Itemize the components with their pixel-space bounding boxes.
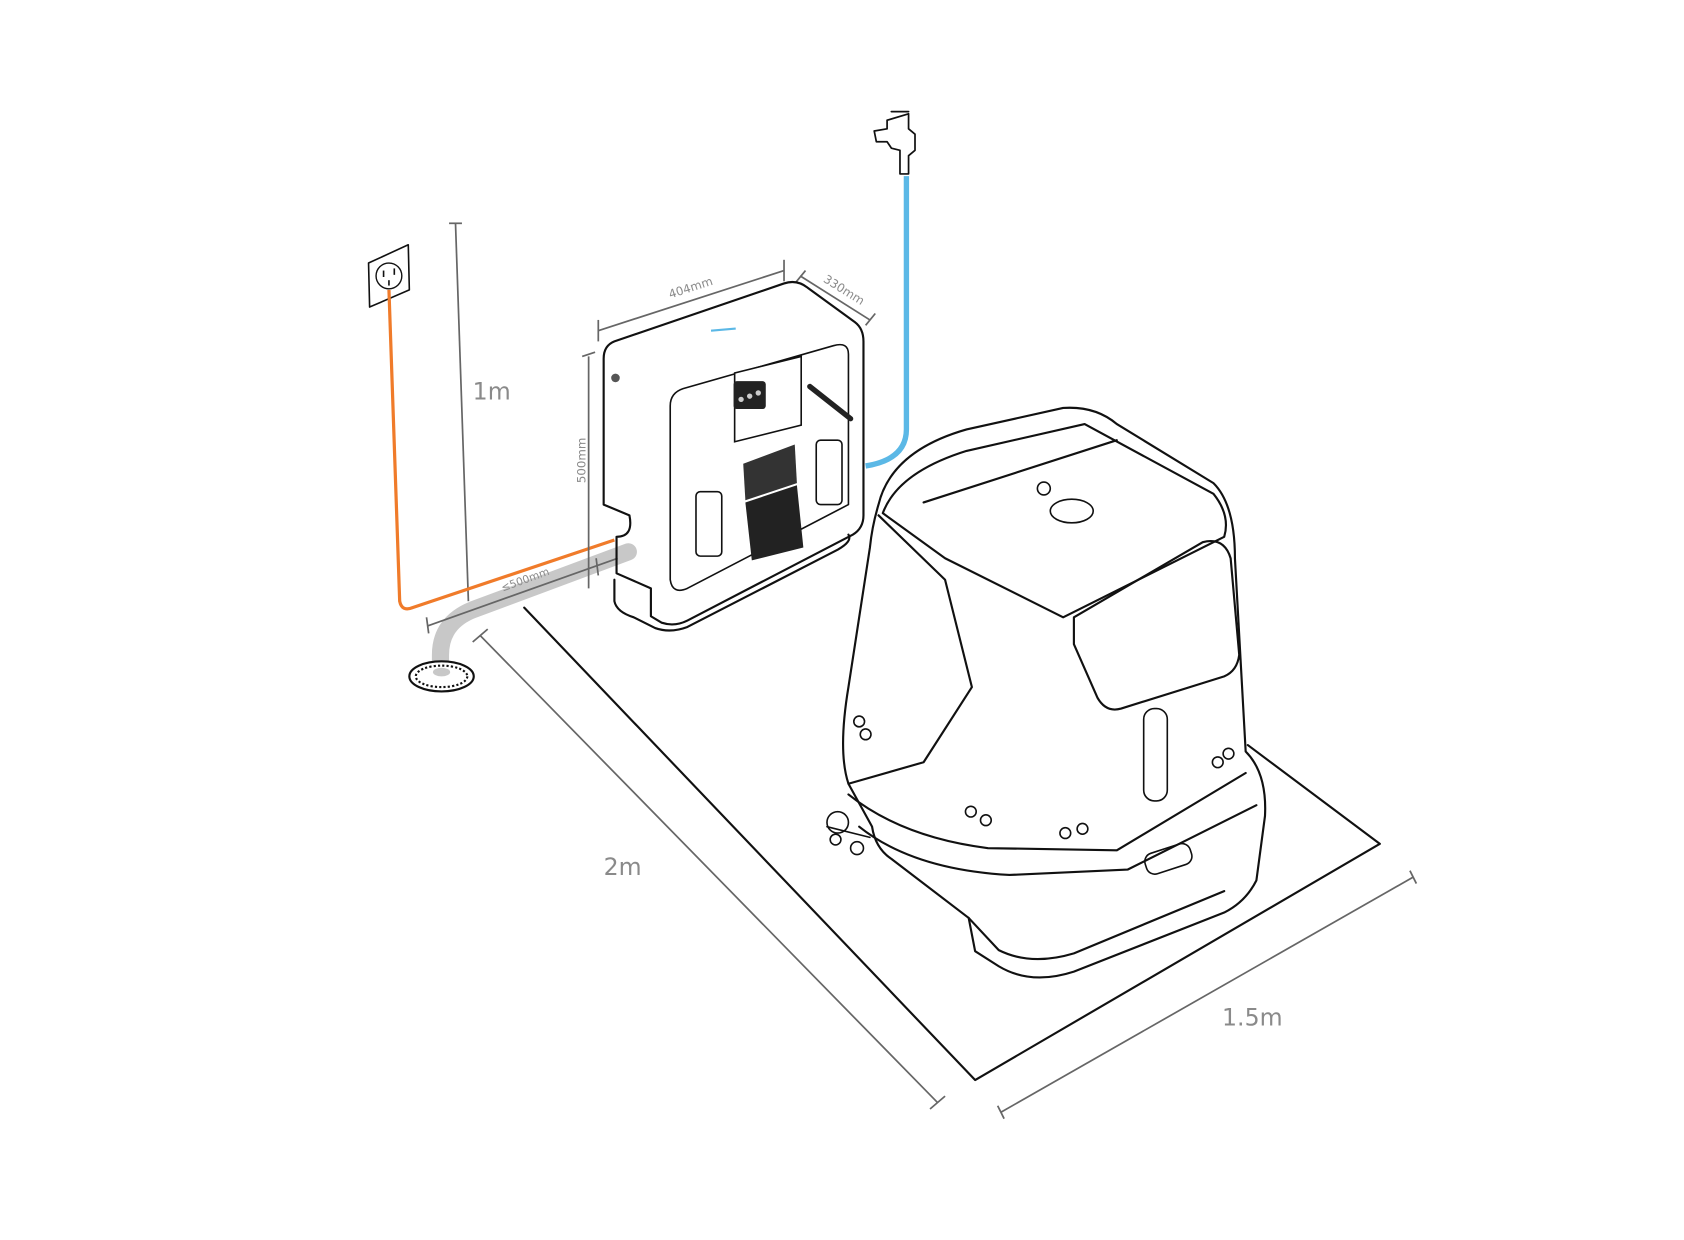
dimension-1-5m: 1.5m [996, 870, 1418, 1120]
charging-station [602, 280, 865, 632]
dispenser-nozzle [807, 383, 854, 422]
dimension-station-depth: 330mm [795, 270, 876, 326]
station-width-label: 404mm [667, 274, 715, 301]
side-brush [826, 810, 871, 856]
water-tap-icon [873, 110, 916, 175]
area-length-label: 2m [604, 853, 642, 881]
power-outlet-icon [367, 243, 411, 308]
robot-sensor-group [853, 715, 1235, 840]
floor-drain-icon [408, 660, 475, 693]
power-cable [387, 289, 615, 611]
area-width-label: 1.5m [1222, 1003, 1283, 1031]
dimension-2m: 2m [472, 628, 946, 1110]
dimension-station-width: 404mm [597, 259, 785, 342]
floor-area-outline [523, 606, 1381, 1082]
indicator-light [710, 327, 736, 332]
station-height-label: 500mm [574, 438, 588, 484]
dimension-1m: 1m [449, 222, 511, 602]
charging-contacts [743, 444, 797, 501]
cleaning-robot [826, 406, 1267, 979]
robot-screen [1072, 540, 1241, 711]
charging-dock [745, 485, 804, 561]
water-hose [865, 176, 910, 469]
outlet-height-label: 1m [473, 377, 511, 405]
dimension-station-height: 500mm [574, 351, 596, 589]
